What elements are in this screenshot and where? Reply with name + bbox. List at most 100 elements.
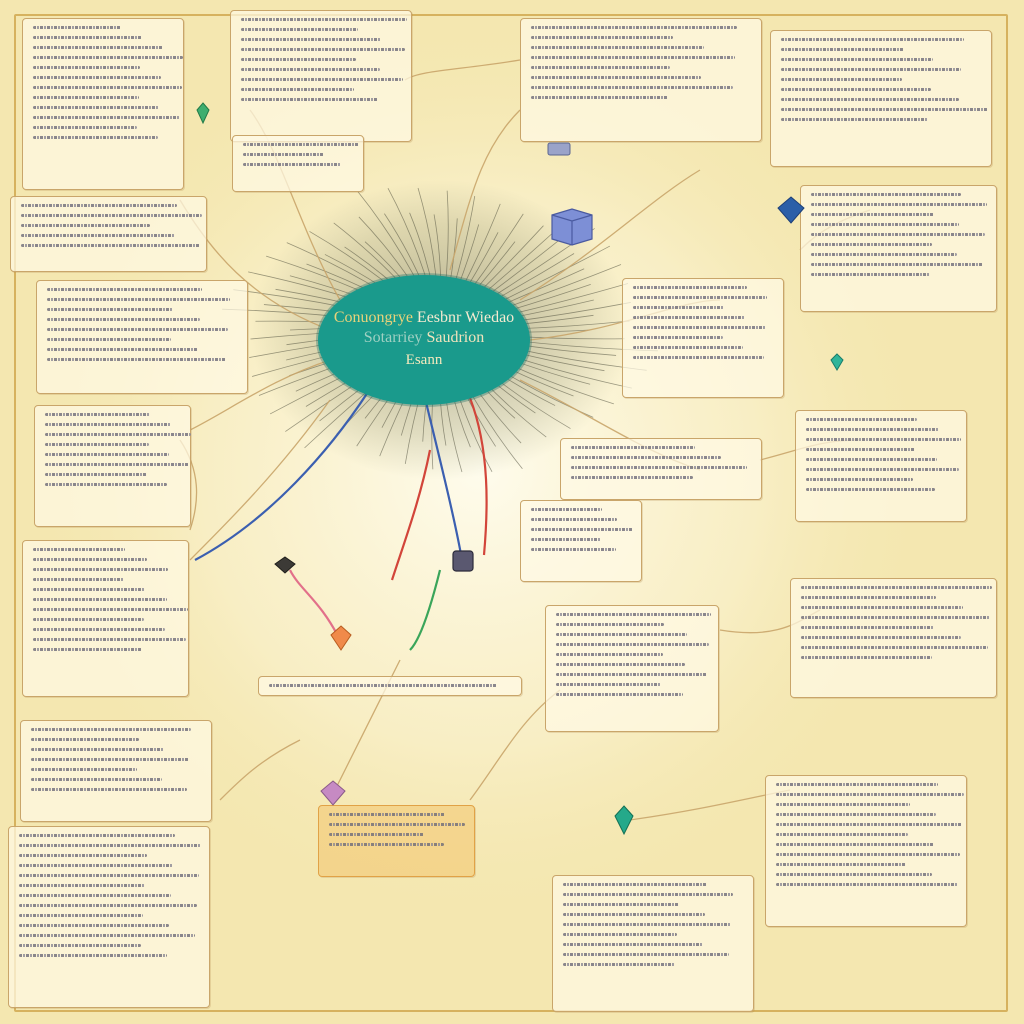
- note-text-line: [531, 66, 671, 69]
- note-text-line: [241, 28, 358, 31]
- green-gem-icon: [196, 102, 210, 124]
- note-text-line: [21, 234, 176, 237]
- note-text-line: [563, 903, 679, 906]
- note-text-line: [19, 874, 199, 877]
- note-text-line: [556, 613, 711, 616]
- note-text-line: [19, 854, 147, 857]
- note-text-line: [633, 306, 725, 309]
- note-text-line: [781, 88, 931, 91]
- central-topic-subtitle: Sotarriey Saudrion: [364, 328, 484, 348]
- note-text-line: [776, 863, 906, 866]
- note-card: [560, 438, 762, 500]
- note-text-line: [45, 443, 149, 446]
- note-text-line: [563, 933, 677, 936]
- note-text-line: [19, 924, 169, 927]
- note-text-line: [781, 48, 905, 51]
- note-card: [34, 405, 191, 527]
- note-text-line: [556, 653, 663, 656]
- note-text-line: [811, 223, 960, 226]
- note-text-line: [33, 106, 160, 109]
- note-text-line: [329, 833, 424, 836]
- note-text-line: [21, 214, 203, 217]
- note-text-line: [633, 356, 765, 359]
- purple-gem-icon: [320, 780, 346, 806]
- note-text-line: [531, 86, 733, 89]
- note-text-line: [563, 953, 729, 956]
- note-text-line: [556, 643, 710, 646]
- note-text-line: [31, 768, 138, 771]
- note-text-line: [563, 913, 705, 916]
- note-text-line: [776, 823, 962, 826]
- note-card: [22, 540, 189, 697]
- note-text-line: [33, 36, 142, 39]
- note-text-line: [47, 348, 199, 351]
- note-text-line: [33, 66, 141, 69]
- note-card: [20, 720, 212, 822]
- note-text-line: [33, 26, 121, 29]
- note-text-line: [806, 478, 914, 481]
- note-text-line: [571, 466, 747, 469]
- central-topic-caption: Esann: [405, 352, 443, 368]
- note-text-line: [531, 76, 702, 79]
- note-text-line: [563, 963, 675, 966]
- note-text-line: [556, 663, 685, 666]
- note-card: [770, 30, 992, 167]
- note-text-line: [806, 418, 917, 421]
- note-text-line: [776, 803, 910, 806]
- note-text-line: [33, 598, 167, 601]
- note-text-line: [31, 778, 163, 781]
- note-text-line: [33, 628, 165, 631]
- note-text-line: [633, 336, 723, 339]
- note-text-line: [806, 468, 959, 471]
- note-text-line: [811, 263, 983, 266]
- note-card: [10, 196, 207, 272]
- note-text-line: [811, 203, 987, 206]
- note-text-line: [269, 684, 497, 687]
- note-text-line: [45, 413, 151, 416]
- note-text-line: [241, 58, 357, 61]
- note-text-line: [47, 338, 171, 341]
- note-text-line: [811, 233, 985, 236]
- note-text-line: [243, 163, 341, 166]
- central-topic-node[interactable]: Conuongrye Eesbnr Wiedao Sotarriey Saudr…: [318, 275, 530, 405]
- note-text-line: [45, 423, 171, 426]
- note-text-line: [781, 108, 988, 111]
- note-text-line: [329, 823, 466, 826]
- note-text-line: [33, 588, 146, 591]
- dark-gem-icon: [274, 556, 296, 574]
- note-text-line: [563, 893, 733, 896]
- note-text-line: [19, 944, 141, 947]
- note-text-line: [33, 568, 169, 571]
- teal-gem-icon: [614, 805, 634, 835]
- note-text-line: [806, 428, 939, 431]
- note-text-line: [47, 298, 230, 301]
- note-text-line: [33, 648, 142, 651]
- note-text-line: [531, 36, 673, 39]
- note-text-line: [776, 793, 964, 796]
- note-text-line: [33, 558, 147, 561]
- blue-gem-icon: [777, 196, 805, 224]
- note-text-line: [33, 96, 139, 99]
- note-text-line: [806, 488, 936, 491]
- note-text-line: [781, 78, 902, 81]
- note-text-line: [329, 813, 446, 816]
- central-topic-word: Conuongrye: [333, 309, 413, 326]
- orange-gem-icon: [330, 625, 352, 651]
- note-card: [318, 805, 475, 877]
- note-text-line: [801, 606, 963, 609]
- note-text-line: [45, 433, 191, 436]
- note-text-line: [241, 98, 378, 101]
- note-text-line: [33, 116, 181, 119]
- note-text-line: [33, 608, 189, 611]
- note-text-line: [45, 463, 190, 466]
- note-text-line: [31, 788, 187, 791]
- note-text-line: [811, 273, 930, 276]
- note-text-line: [571, 476, 693, 479]
- note-text-line: [33, 136, 158, 139]
- note-text-line: [531, 46, 704, 49]
- box-icon: [551, 208, 593, 246]
- note-text-line: [633, 346, 744, 349]
- note-card: [520, 500, 642, 582]
- note-text-line: [811, 213, 934, 216]
